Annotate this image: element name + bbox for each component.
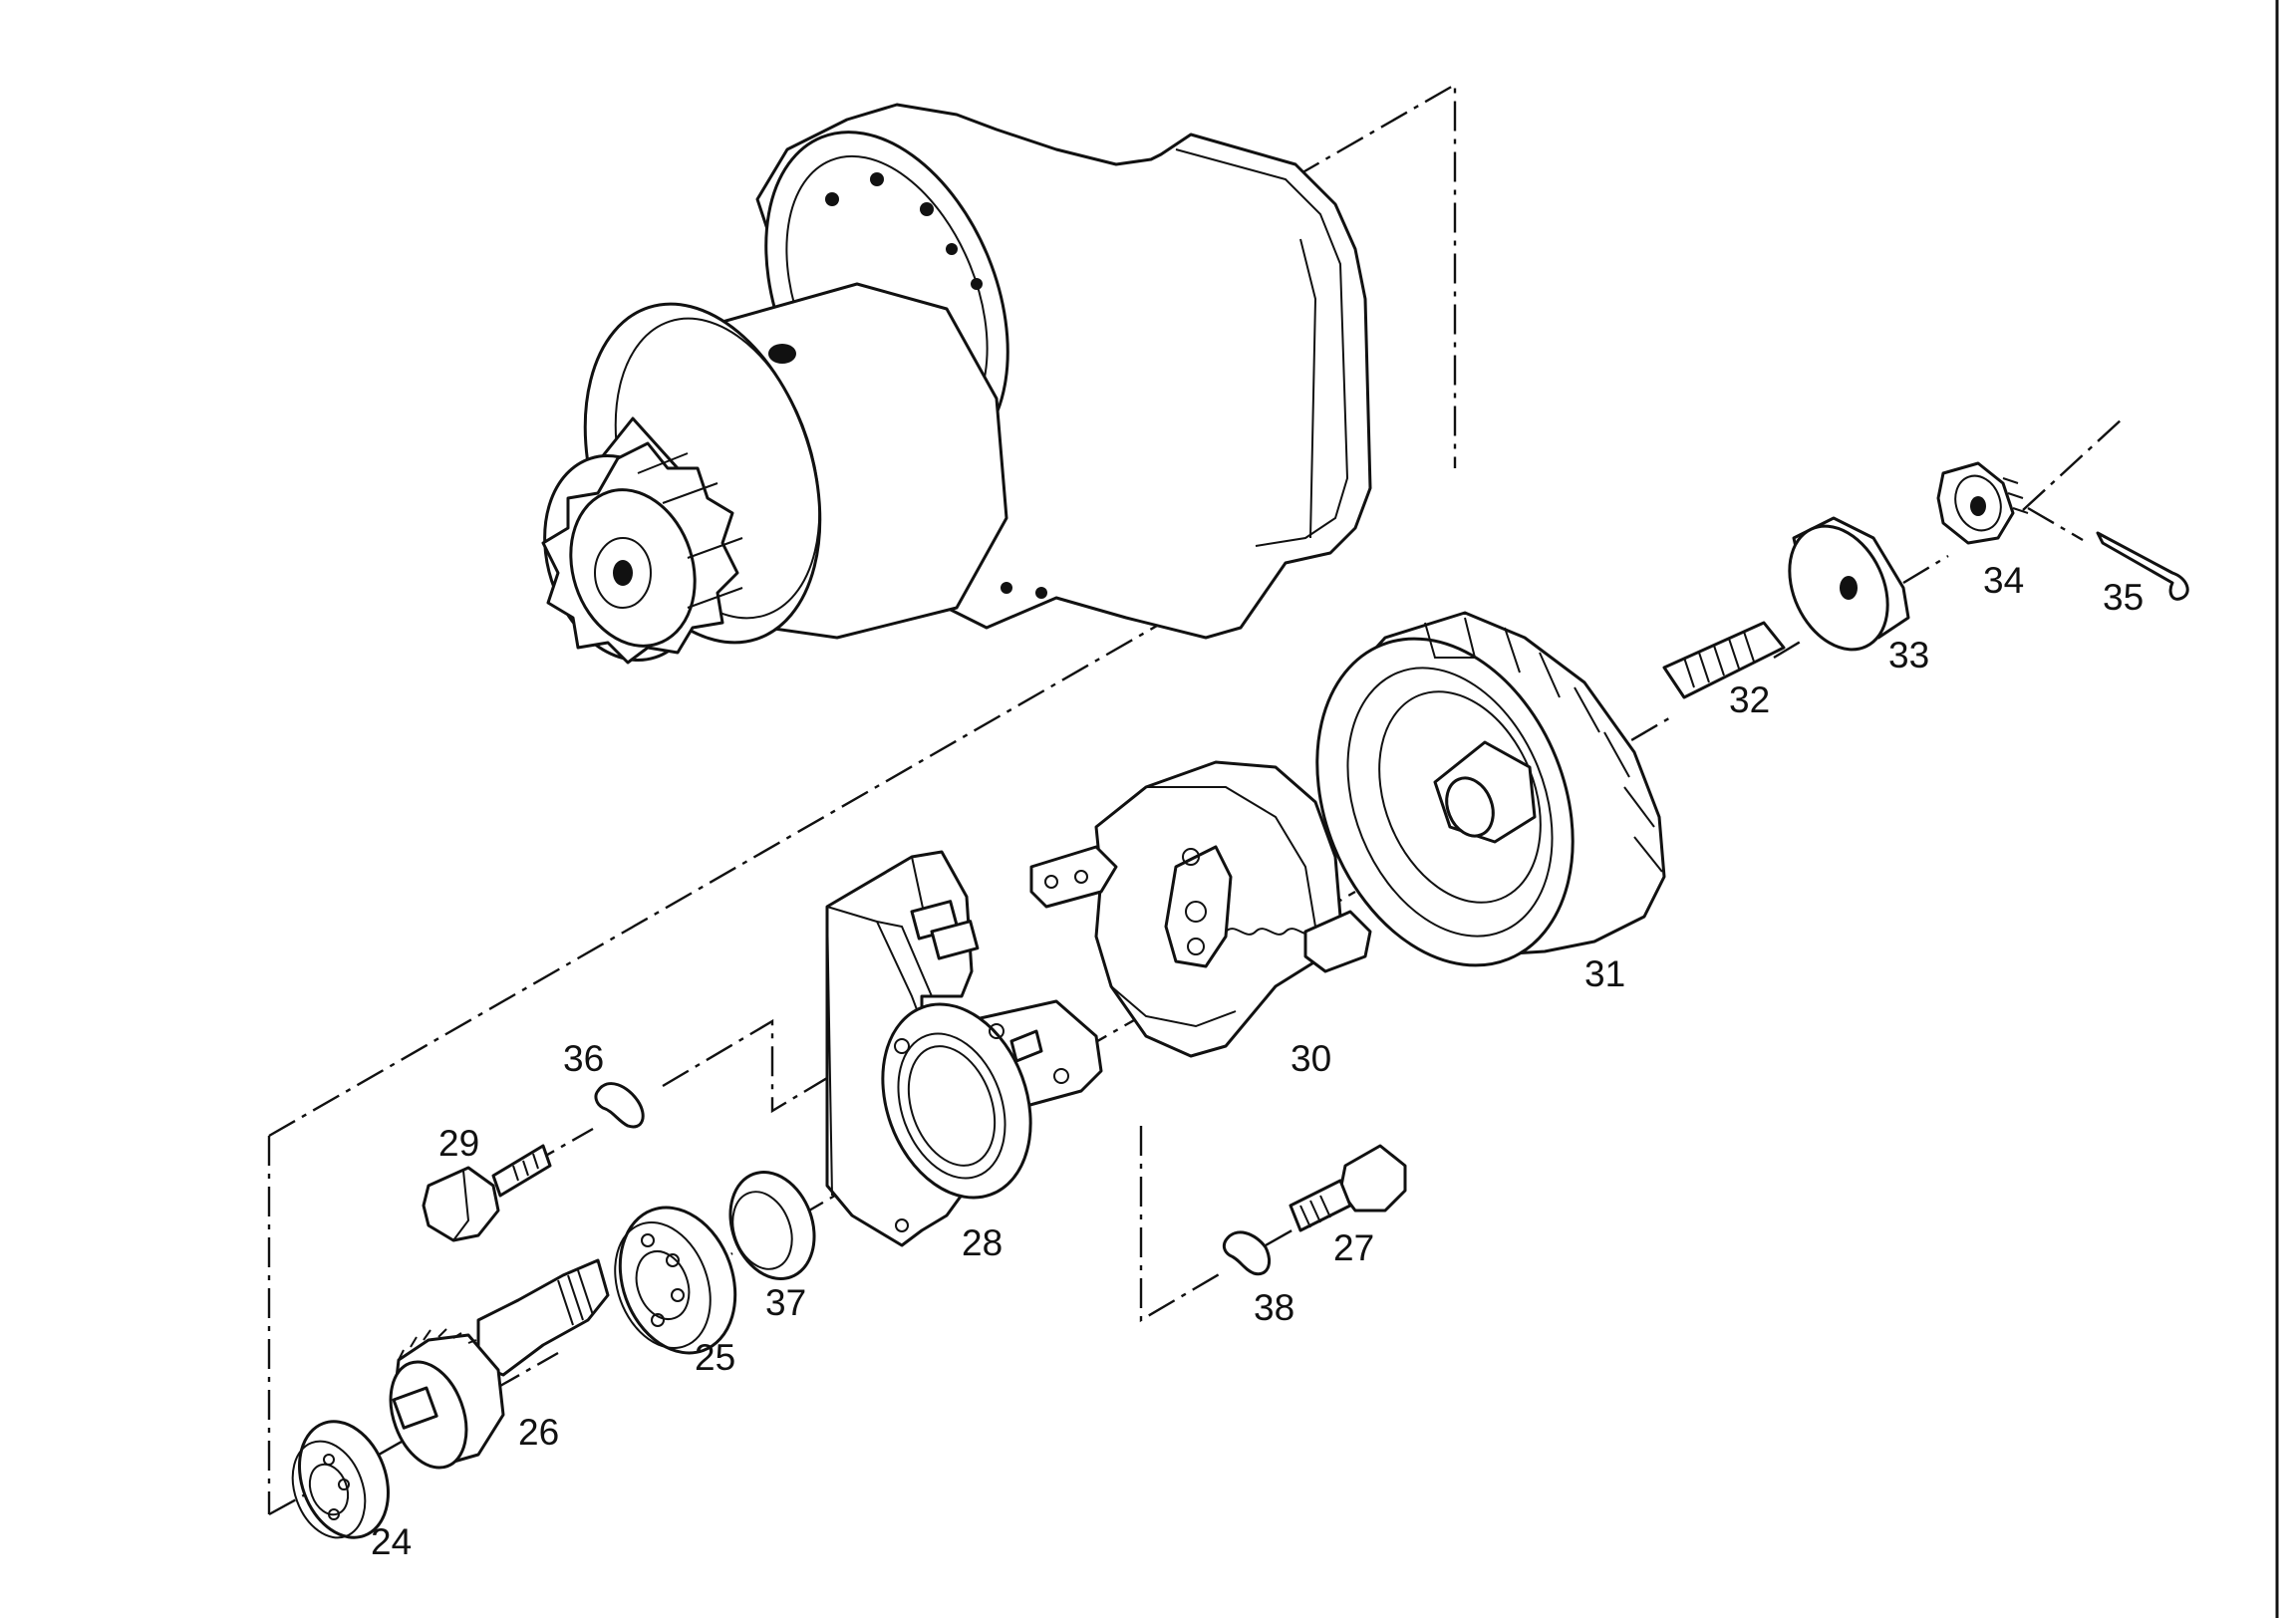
label-38: 38 [1254,1287,1294,1328]
part-35-cotter-pin [2096,531,2189,601]
pinion-gear [541,441,743,665]
part-29-bolt [422,1144,552,1242]
part-36-lockwasher [594,1082,645,1129]
label-24: 24 [371,1521,412,1562]
part-27-bolt [1289,1144,1407,1232]
part-38-lockwasher [1222,1230,1271,1276]
part-24-bearing [291,1420,390,1539]
label-33: 33 [1888,635,1929,675]
part-30-brake-shoes [1029,760,1372,1058]
label-36: 36 [563,1038,604,1079]
part-34-castle-nut [1936,461,2029,545]
part-33-washer [1788,516,1910,652]
part-31-brake-drum [1315,611,1666,967]
part-25-bearing [614,1206,737,1355]
part-labels: 24 25 26 27 28 29 30 31 32 33 34 35 36 3… [371,560,2144,1562]
label-35: 35 [2103,577,2144,618]
label-37: 37 [765,1282,806,1323]
label-32: 32 [1729,679,1770,720]
part-28-bracket [825,850,1103,1247]
label-27: 27 [1333,1227,1374,1268]
label-26: 26 [518,1412,559,1453]
label-31: 31 [1584,953,1625,994]
part-26-gear-shaft [389,1258,610,1470]
label-25: 25 [695,1337,735,1378]
part-32-stud [1662,621,1786,699]
label-29: 29 [438,1123,479,1164]
part-37-seal [728,1171,816,1280]
label-28: 28 [962,1222,1003,1263]
label-34: 34 [1983,560,2024,601]
label-30: 30 [1291,1038,1331,1079]
